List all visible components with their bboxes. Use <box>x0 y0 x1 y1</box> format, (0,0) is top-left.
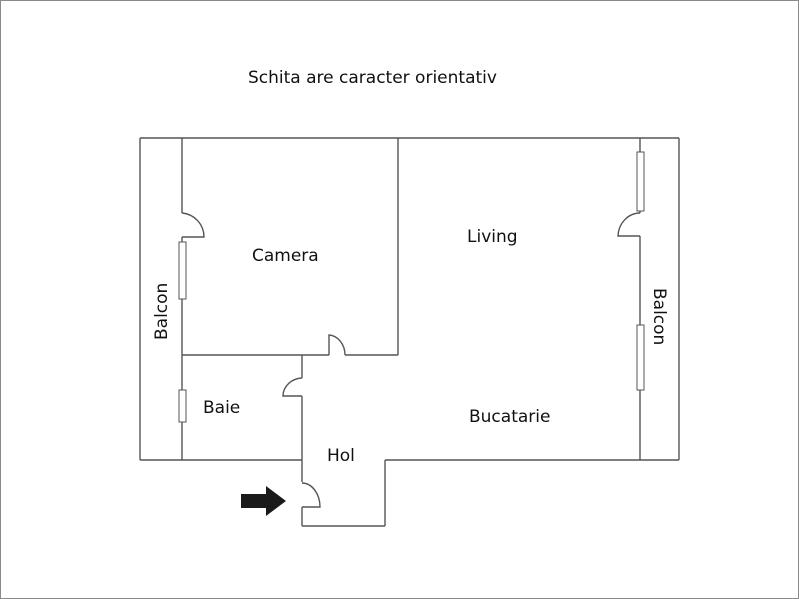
room-label-camera: Camera <box>252 246 319 266</box>
window-camera <box>178 241 187 300</box>
balcony-door-left-icon <box>181 212 205 238</box>
balcony-door-right-icon <box>617 212 641 237</box>
outer-walls <box>139 137 680 527</box>
right-balcony-wall <box>617 138 645 460</box>
window-baie <box>178 389 187 423</box>
room-label-hol: Hol <box>327 446 355 466</box>
entrance-door-icon <box>301 482 321 508</box>
baie-door-icon <box>282 377 303 397</box>
room-label-balcon-left: Balcon <box>152 283 172 340</box>
entrance-arrow-icon <box>241 486 286 516</box>
room-label-balcon-right: Balcon <box>649 288 669 345</box>
window-living-top <box>636 151 645 212</box>
room-label-bucatarie: Bucatarie <box>469 407 550 427</box>
window-living-bottom <box>636 324 645 391</box>
left-balcony-wall <box>178 138 205 460</box>
room-label-baie: Baie <box>203 398 240 418</box>
camera-walls <box>182 138 399 356</box>
camera-door-icon <box>328 334 346 356</box>
room-label-living: Living <box>467 227 518 247</box>
baie-hol-wall <box>282 355 303 460</box>
disclaimer-title: Schita are caracter orientativ <box>248 68 497 88</box>
